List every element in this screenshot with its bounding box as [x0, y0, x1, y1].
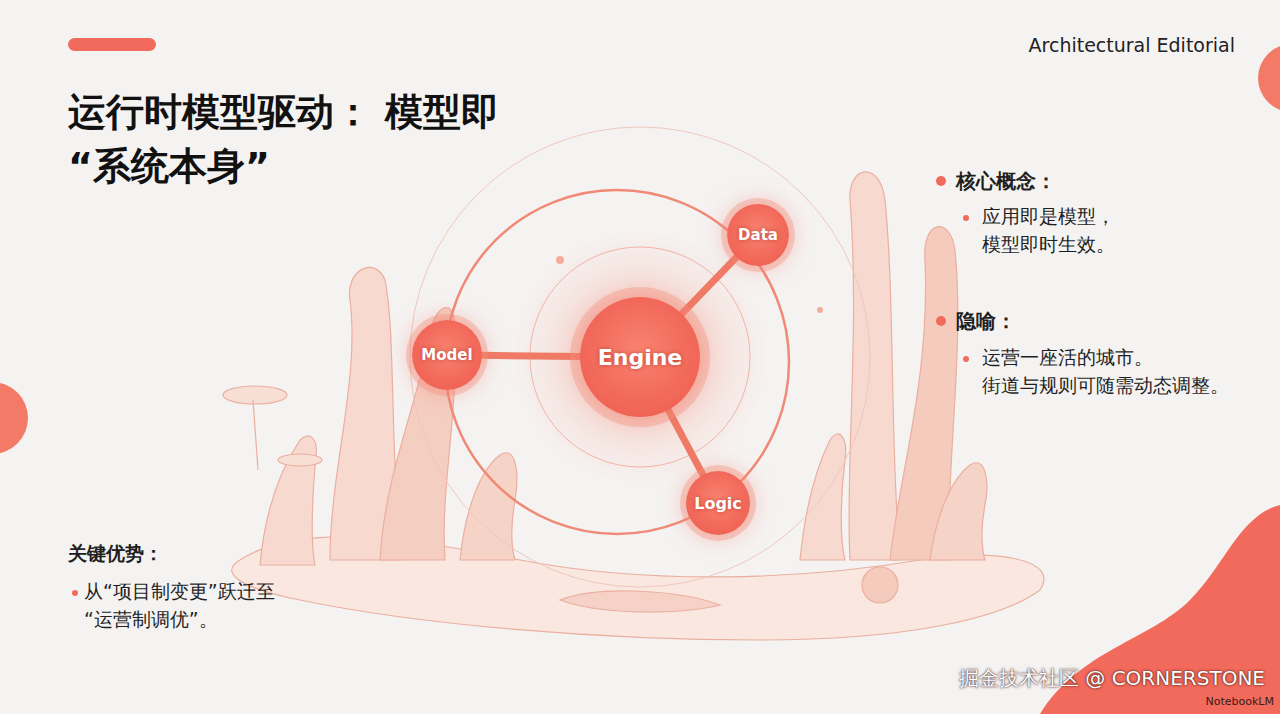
connector-band: [682, 257, 737, 314]
accent-bar: [68, 38, 156, 51]
text-label: 隐喻：: [956, 307, 1156, 336]
satellite-circle: Model: [412, 320, 482, 390]
bullet-dots: [72, 176, 969, 596]
node-label: Engine: [598, 345, 683, 370]
text-label: NotebookLM: [1160, 694, 1274, 710]
text-label: 掘金技术社区 @ CORNERSTONE: [880, 664, 1265, 693]
orbit-rings: [410, 127, 870, 587]
node-label: Model: [421, 346, 472, 364]
node-label: Logic: [694, 494, 742, 513]
city-illustration: [223, 172, 1044, 640]
text-label: 从“项目制变更”跃迁至 “运营制调优”。: [84, 578, 404, 633]
node-label: Data: [738, 226, 778, 244]
engine-circle: Engine: [580, 297, 700, 417]
connector-band: [668, 410, 703, 475]
slide-title: 运行时模型驱动： 模型即“系统本身”: [68, 86, 588, 194]
corner-blob: [1258, 44, 1280, 112]
corner-blob: [0, 382, 28, 454]
text-label: 关键优势：: [68, 540, 288, 568]
text-label: 核心概念：: [956, 167, 1156, 196]
text-label: 应用即是模型， 模型即时生效。: [982, 203, 1182, 258]
connector-band: [482, 355, 580, 356]
satellite-circle: Data: [727, 204, 789, 266]
text-label: 运营一座活的城市。 街道与规则可随需动态调整。: [982, 344, 1222, 399]
text-label: Architectural Editorial: [1010, 32, 1235, 60]
satellite-circle: Logic: [686, 471, 750, 535]
